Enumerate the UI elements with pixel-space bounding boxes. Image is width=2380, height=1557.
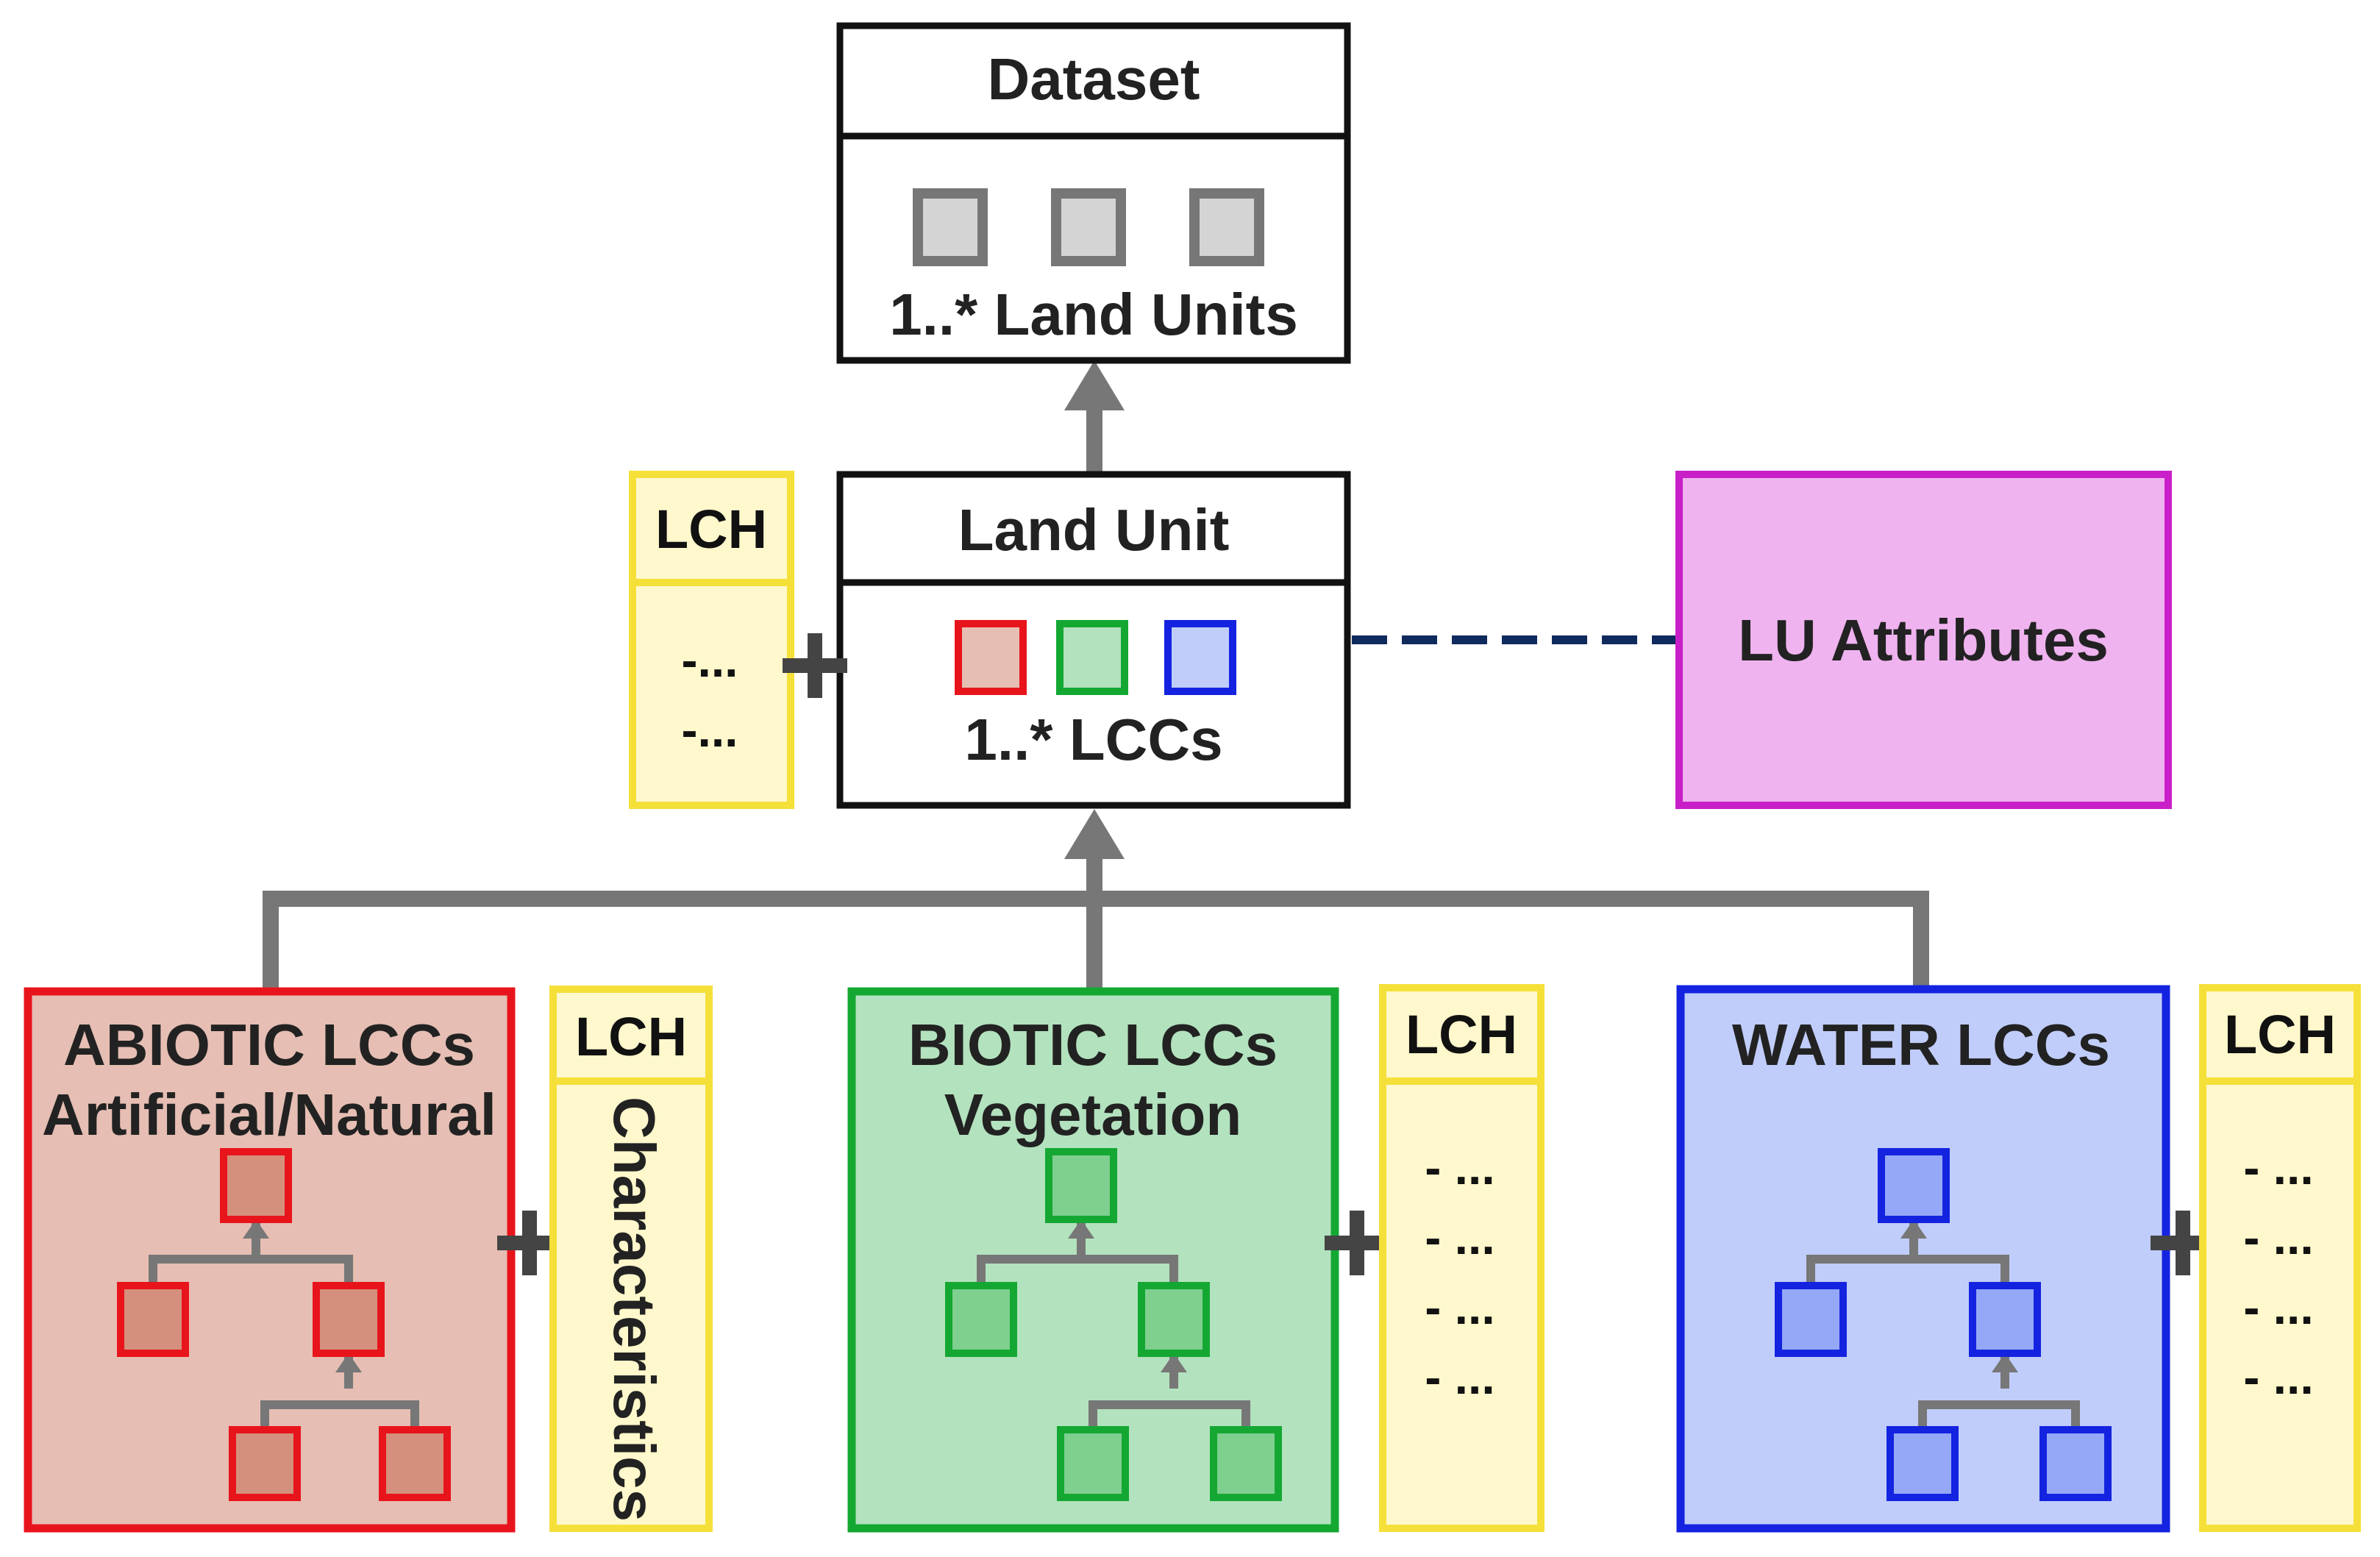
abiotic-node-leaf-2: [379, 1426, 451, 1501]
land-unit-lch-title: LCH: [655, 499, 767, 560]
abiotic-lch-characteristics: Characteristics: [602, 1097, 667, 1522]
lcc-node-biotic: [1056, 620, 1128, 695]
land-unit-title: Land Unit: [958, 497, 1230, 563]
water-node-leaf-1: [1886, 1426, 1959, 1501]
water-node-right: [1969, 1282, 2041, 1357]
abiotic-node-root: [220, 1148, 292, 1223]
dataset-caption: 1..* Land Units: [889, 282, 1298, 347]
abiotic-lch-title: LCH: [575, 1006, 687, 1067]
lcc-node-water: [1164, 620, 1236, 695]
dataset-box: Dataset 1..* Land Units: [836, 22, 1351, 364]
land-unit-caption: 1..* LCCs: [964, 707, 1222, 772]
abiotic-lch: LCH Characteristics: [549, 986, 713, 1532]
biotic-title-line2: Vegetation: [944, 1082, 1242, 1147]
abiotic-node-right: [313, 1282, 385, 1357]
water-title-line1: WATER LCCs: [1732, 1012, 2110, 1077]
biotic-lch-line-3: - ...: [1425, 1280, 1494, 1334]
water-lch-line-4: - ...: [2243, 1350, 2313, 1404]
lcc-node-abiotic: [955, 620, 1027, 695]
abiotic-node-left: [117, 1282, 189, 1357]
abiotic-lccs-box: ABIOTIC LCCs Artificial/Natural: [24, 987, 516, 1533]
abiotic-hierarchy: [117, 1148, 451, 1501]
biotic-lch-line-4: - ...: [1425, 1350, 1494, 1404]
water-lch-line-1: - ...: [2243, 1140, 2313, 1194]
connectors: [263, 360, 1929, 989]
biotic-lch-line-2: - ...: [1425, 1210, 1494, 1264]
water-node-left: [1775, 1282, 1847, 1357]
lu-attributes-box: LU Attributes: [1675, 471, 2172, 809]
biotic-node-left: [945, 1282, 1017, 1357]
water-lch: LCH - ... - ... - ... - ...: [2199, 984, 2361, 1532]
biotic-hierarchy: [945, 1148, 1282, 1501]
biotic-node-leaf-2: [1210, 1426, 1282, 1501]
biotic-lch-title: LCH: [1405, 1004, 1517, 1065]
arrowhead-dataset: [1064, 360, 1125, 410]
biotic-title-line1: BIOTIC LCCs: [908, 1012, 1278, 1077]
abiotic-title-line1: ABIOTIC LCCs: [63, 1012, 475, 1077]
water-hierarchy: [1775, 1148, 2112, 1501]
land-unit-node-1: [913, 188, 988, 266]
land-unit-box: Land Unit 1..* LCCs: [836, 471, 1351, 809]
water-lch-line-2: - ...: [2243, 1210, 2313, 1264]
biotic-lch-line-1: - ...: [1425, 1140, 1494, 1194]
abiotic-title-line2: Artificial/Natural: [42, 1082, 496, 1147]
water-lccs-box: WATER LCCs: [1676, 985, 2170, 1533]
biotic-node-root: [1045, 1148, 1117, 1223]
water-node-root: [1878, 1148, 1950, 1223]
biotic-lccs-box: BIOTIC LCCs Vegetation: [847, 987, 1339, 1533]
water-node-leaf-2: [2039, 1426, 2112, 1501]
dataset-title: Dataset: [987, 46, 1200, 112]
biotic-node-right: [1138, 1282, 1210, 1357]
water-lch-line-3: - ...: [2243, 1280, 2313, 1334]
land-unit-lch: LCH -... -...: [629, 471, 794, 809]
water-lch-title: LCH: [2224, 1004, 2336, 1065]
land-unit-node-3: [1189, 188, 1264, 266]
lu-attributes-label: LU Attributes: [1738, 608, 2109, 673]
biotic-node-leaf-1: [1057, 1426, 1129, 1501]
land-unit-lch-line-1: -...: [682, 633, 738, 687]
arrowhead-land-unit: [1064, 809, 1125, 859]
land-unit-lch-line-2: -...: [682, 702, 738, 757]
biotic-lch: LCH - ... - ... - ... - ...: [1379, 984, 1544, 1532]
abiotic-node-leaf-1: [229, 1426, 301, 1501]
branch-connector: [263, 856, 1929, 989]
land-unit-node-2: [1051, 188, 1126, 266]
